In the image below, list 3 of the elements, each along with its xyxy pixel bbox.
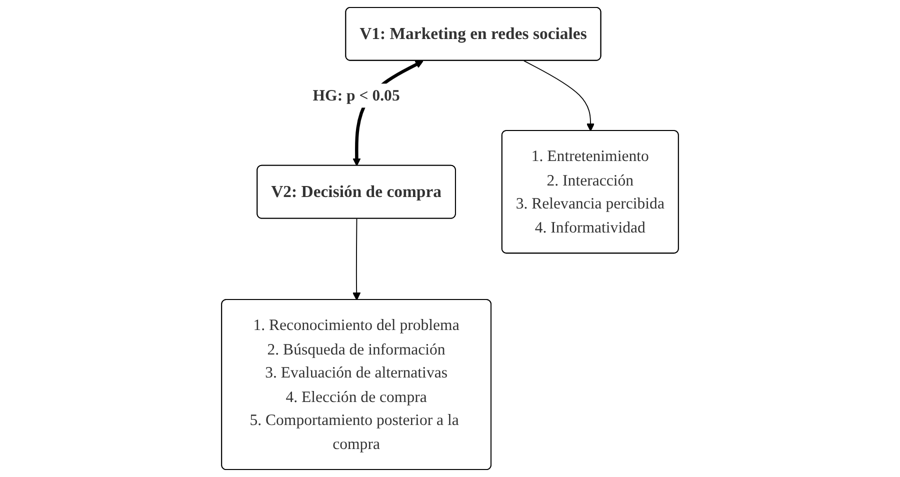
edge-label: HG: p < 0.05 — [312, 86, 400, 104]
arrow — [524, 60, 595, 132]
arrow — [352, 218, 361, 300]
